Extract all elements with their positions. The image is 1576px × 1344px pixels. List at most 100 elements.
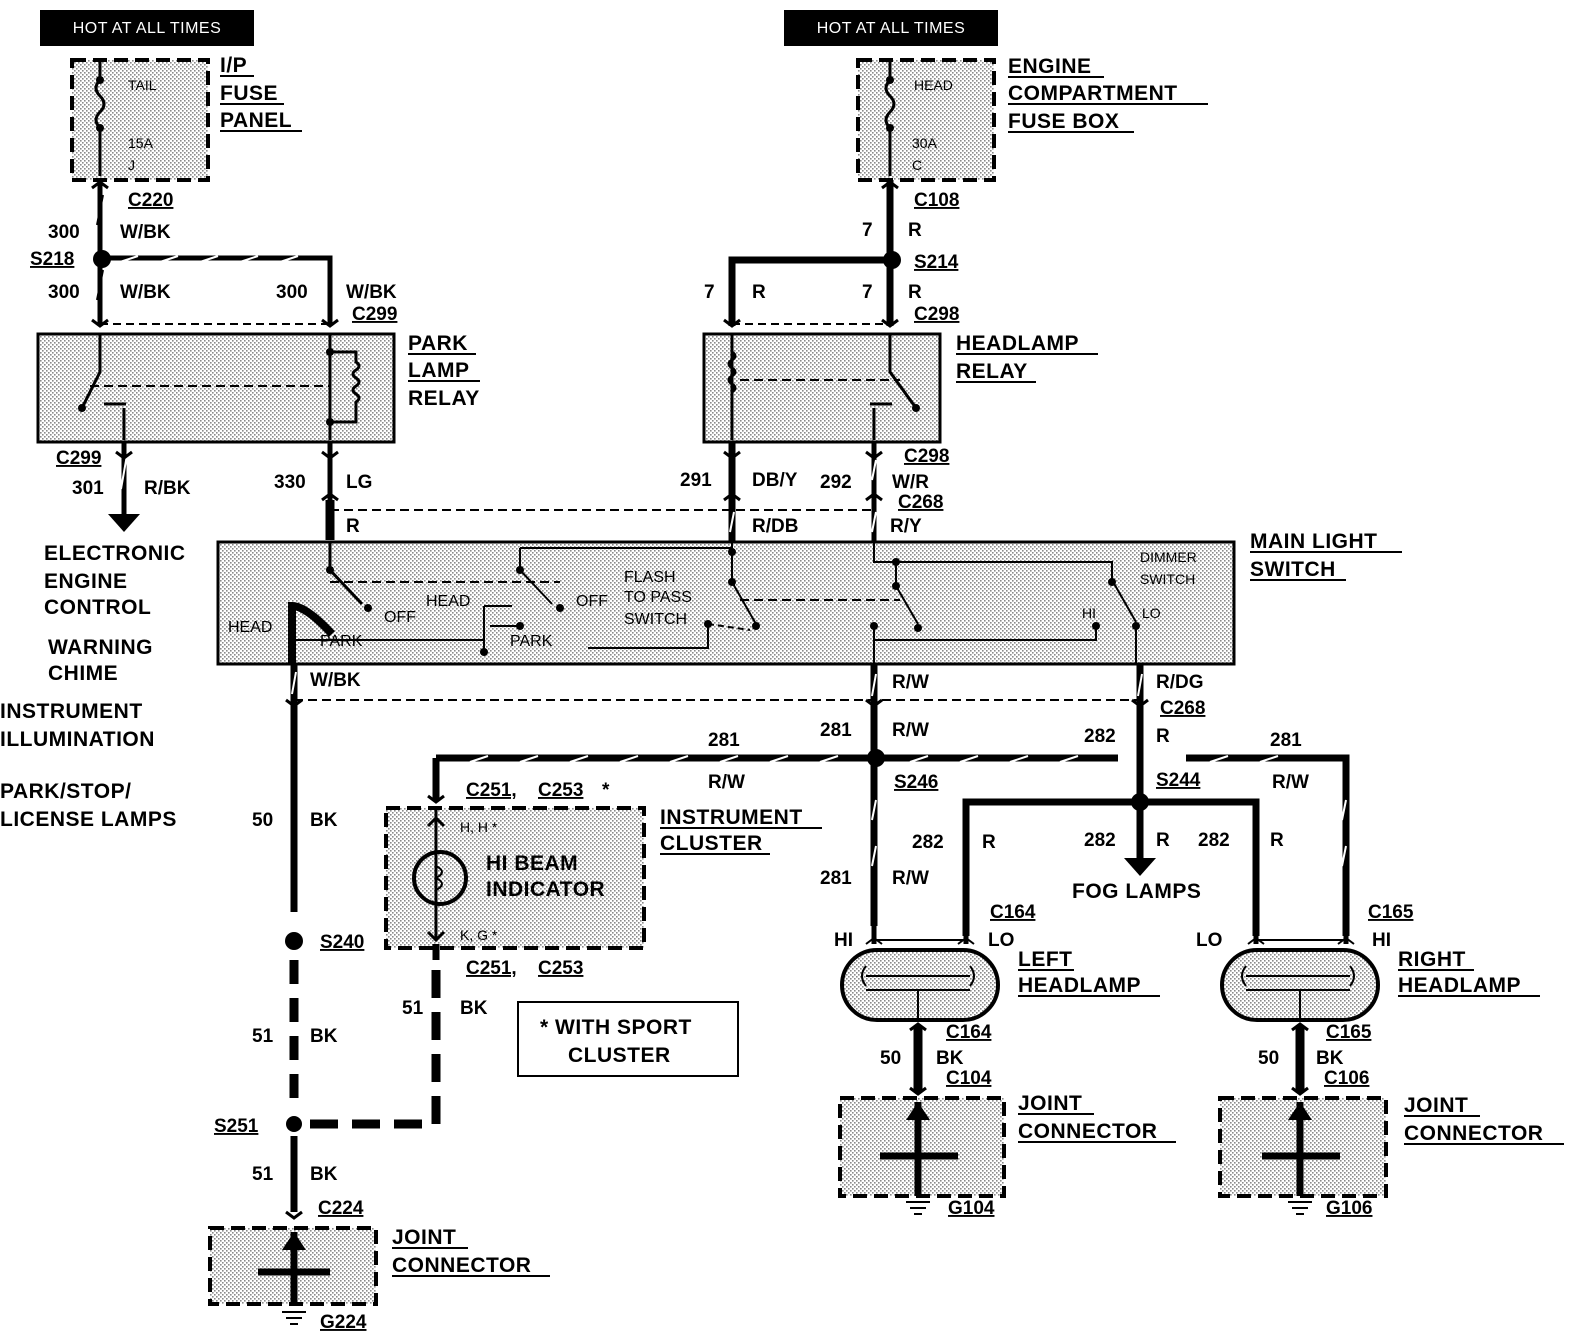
diagram-label: 300 bbox=[48, 282, 80, 303]
diagram-label: C298 bbox=[904, 446, 949, 467]
diagram-label: R bbox=[752, 282, 766, 303]
diagram-label: 300 bbox=[276, 282, 308, 303]
diagram-label: 281 bbox=[708, 730, 740, 751]
diagram-label: G224 bbox=[320, 1312, 367, 1333]
diagram-label: C253 bbox=[538, 780, 583, 801]
diagram-label: C268 bbox=[898, 492, 943, 513]
diagram-label: C bbox=[912, 157, 922, 173]
diagram-label: S251 bbox=[214, 1116, 259, 1137]
diagram-label: R/W bbox=[708, 772, 745, 793]
diagram-label: FLASH bbox=[624, 569, 676, 586]
diagram-label: HEAD bbox=[914, 77, 953, 93]
diagram-label: R/DG bbox=[1156, 672, 1204, 693]
diagram-label: W/BK bbox=[120, 222, 171, 243]
diagram-label: H, H * bbox=[460, 819, 498, 835]
diagram-label: DIMMER bbox=[1140, 549, 1197, 565]
diagram-label: 281 bbox=[820, 868, 852, 889]
engine-fuse-label-2: COMPARTMENT bbox=[1008, 82, 1178, 105]
joint-connector-g106 bbox=[1218, 1096, 1388, 1215]
diagram-label: * WITH SPORT bbox=[540, 1016, 692, 1039]
diagram-label: CONNECTOR bbox=[392, 1254, 531, 1277]
diagram-label: 301 bbox=[72, 478, 104, 499]
diagram-label: JOINT bbox=[1018, 1092, 1082, 1115]
diagram-label: 50 bbox=[1258, 1048, 1279, 1069]
diagram-label: BK bbox=[460, 998, 488, 1019]
diagram-label: C251, bbox=[466, 780, 517, 801]
diagram-label: INSTRUMENT bbox=[0, 700, 143, 723]
diagram-label: C164 bbox=[946, 1022, 992, 1043]
diagram-label: R bbox=[908, 282, 922, 303]
diagram-label: R/Y bbox=[890, 516, 922, 537]
diagram-label: R bbox=[982, 832, 996, 853]
diagram-label: LICENSE LAMPS bbox=[0, 808, 177, 831]
diagram-label: R bbox=[908, 220, 922, 241]
diagram-label: PARK bbox=[408, 332, 468, 355]
diagram-label: RIGHT bbox=[1398, 948, 1466, 971]
diagram-label: 330 bbox=[274, 472, 306, 493]
diagram-label: 7 bbox=[862, 282, 873, 303]
diagram-label: C299 bbox=[56, 448, 101, 469]
wire-7 bbox=[723, 180, 901, 328]
diagram-label: PARK/STOP/ bbox=[0, 780, 131, 803]
engine-fuse-box: HEAD 30A C bbox=[856, 58, 996, 182]
diagram-label: CONNECTOR bbox=[1018, 1120, 1157, 1143]
diagram-label: 51 bbox=[252, 1164, 274, 1185]
hot-banner-left: HOT AT ALL TIMES bbox=[40, 10, 254, 46]
diagram-label: PARK bbox=[510, 633, 553, 650]
diagram-label: 292 bbox=[820, 472, 852, 493]
diagram-label: OFF bbox=[576, 593, 608, 610]
diagram-label: 50 bbox=[880, 1048, 901, 1069]
diagram-label: C220 bbox=[128, 190, 173, 211]
diagram-label: J bbox=[128, 157, 135, 173]
diagram-label: HOT AT ALL TIMES bbox=[817, 20, 966, 37]
diagram-label: R/W bbox=[1272, 772, 1309, 793]
diagram-label: C164 bbox=[990, 902, 1036, 923]
ip-fuse-panel: TAIL 15A J bbox=[70, 58, 210, 182]
diagram-label: RELAY bbox=[408, 387, 480, 410]
diagram-label: C268 bbox=[1160, 698, 1205, 719]
diagram-label: C253 bbox=[538, 958, 583, 979]
diagram-label: BK bbox=[1316, 1048, 1344, 1069]
instrument-cluster bbox=[384, 806, 646, 960]
diagram-label: C106 bbox=[1324, 1068, 1369, 1089]
park-lamp-relay bbox=[36, 332, 396, 444]
diagram-label: S246 bbox=[894, 772, 938, 793]
wire-291-292 bbox=[723, 442, 883, 542]
diagram-label: HEADLAMP bbox=[1398, 974, 1521, 997]
headlamp-relay bbox=[702, 332, 942, 444]
diagram-label: FOG LAMPS bbox=[1072, 880, 1201, 903]
diagram-label: R/DB bbox=[752, 516, 798, 537]
diagram-label: CLUSTER bbox=[660, 832, 763, 855]
diagram-label: SWITCH bbox=[624, 611, 687, 628]
diagram-label: JOINT bbox=[1404, 1094, 1468, 1117]
diagram-label: C165 bbox=[1326, 1022, 1372, 1043]
diagram-label: 51 bbox=[252, 1026, 274, 1047]
diagram-label: LEFT bbox=[1018, 948, 1073, 971]
sport-cluster-note: * WITH SPORT CLUSTER bbox=[517, 1001, 739, 1077]
diagram-label: LO bbox=[1196, 930, 1222, 951]
engine-fuse-label-1: ENGINE bbox=[1008, 55, 1092, 78]
diagram-label: DB/Y bbox=[752, 470, 798, 491]
diagram-label: C108 bbox=[914, 190, 959, 211]
joint-connector-g224 bbox=[208, 1226, 378, 1325]
diagram-label: LAMP bbox=[408, 359, 470, 382]
diagram-label: 282 bbox=[912, 832, 944, 853]
diagram-label: 282 bbox=[1198, 830, 1230, 851]
diagram-label: HI BEAM bbox=[486, 852, 578, 875]
diagram-label: C224 bbox=[318, 1198, 364, 1219]
diagram-label: G104 bbox=[948, 1198, 995, 1219]
diagram-label: * bbox=[602, 780, 610, 801]
right-headlamp bbox=[1220, 926, 1380, 1096]
diagram-label: BK bbox=[310, 810, 338, 831]
diagram-label: WARNING bbox=[48, 636, 153, 659]
diagram-label: BK bbox=[310, 1164, 338, 1185]
diagram-label: HEADLAMP bbox=[1018, 974, 1141, 997]
diagram-label: 291 bbox=[680, 470, 712, 491]
diagram-label: 281 bbox=[820, 720, 852, 741]
diagram-label: W/R bbox=[892, 472, 929, 493]
diagram-label: HI bbox=[1082, 605, 1096, 621]
diagram-label: W/BK bbox=[310, 670, 361, 691]
diagram-label: R/W bbox=[892, 868, 929, 889]
diagram-label: R/W bbox=[892, 720, 929, 741]
